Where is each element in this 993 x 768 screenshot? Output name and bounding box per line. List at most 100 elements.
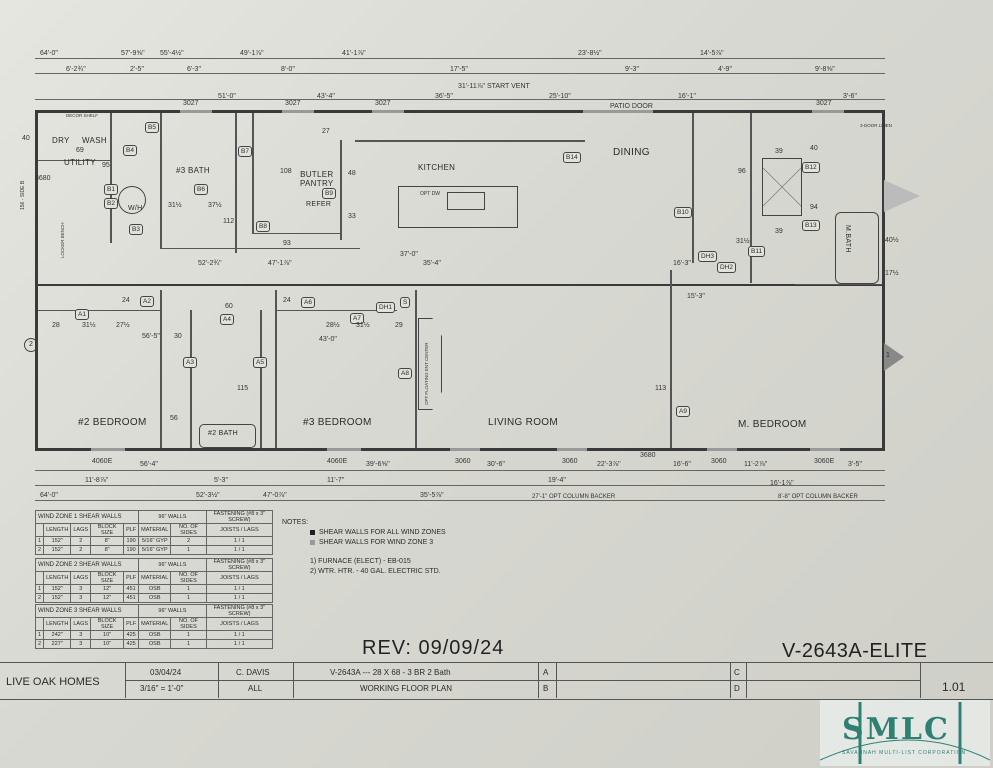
window-6: [327, 448, 361, 451]
dim-37: 37½: [208, 202, 222, 209]
tag-a7: A7: [350, 313, 364, 324]
bridge-icon: [820, 702, 990, 764]
logo-text: SMLC: [842, 712, 950, 747]
th: MATERIAL: [138, 571, 172, 585]
dim-40-5: 40½: [885, 237, 899, 244]
smlc-logo: SMLC SAVANNAH MULTI-LIST CORPORATION: [820, 700, 990, 766]
bottom-dim3-3: 47'-0⅞": [263, 492, 287, 499]
dim-69: 69: [76, 147, 84, 154]
bottom-dim3-5: 27'-1" OPT COLUMN BACKER: [532, 494, 616, 500]
cell: 2: [170, 536, 207, 546]
bottom-dim-11-2: 11'-2⅞": [744, 461, 768, 468]
dim-94: 94: [810, 204, 818, 211]
dim-31-2: 31½: [736, 238, 750, 245]
dim-31-3: 31½: [82, 322, 96, 329]
island-sink: [447, 192, 485, 210]
dim-113: 113: [655, 385, 667, 392]
wall-pantry-right: [340, 140, 342, 240]
th: BLOCK SIZE: [90, 571, 125, 585]
notes-legend-2: SHEAR WALLS FOR WIND ZONE 3: [310, 538, 446, 548]
dim-16-3: 16'-3": [673, 260, 691, 267]
cell: 1: [34, 630, 45, 640]
top-dim-6: 23'-8½": [578, 50, 602, 57]
dim-31-1: 31½: [168, 202, 182, 209]
dimension-line-row1: [35, 58, 885, 59]
cell: 3: [70, 593, 92, 603]
bottom-dim-16-6: 16'-6": [673, 461, 691, 468]
bottom-dim-3060e: 3060E: [814, 458, 835, 465]
dim-35-4: 35'-4": [423, 260, 441, 267]
tag-b12: B12: [802, 162, 820, 173]
drawing-date: 03/04/24: [150, 668, 182, 677]
notes-title: NOTES:: [282, 519, 309, 526]
cell: 2: [34, 639, 45, 649]
top-dim2-2: 2'-5": [130, 66, 144, 73]
window-1: [180, 110, 212, 113]
dim-60: 60: [225, 303, 233, 310]
th: PLF: [123, 571, 140, 585]
room-dining: DINING: [613, 147, 650, 158]
top-dim2-4: 8'-0": [281, 66, 295, 73]
tag-b5: B5: [145, 122, 159, 133]
bottom-dim-3-5: 3'-5": [848, 461, 862, 468]
cell: 1 / 1: [205, 584, 274, 594]
tag-b8: B8: [256, 221, 270, 232]
th: JOISTS / LAGS: [205, 571, 274, 585]
cell: OSB: [138, 630, 172, 640]
wall-bed2-right: [160, 290, 162, 448]
cell: 152": [43, 584, 72, 594]
rev-d: D: [734, 684, 740, 693]
cell: OSB: [138, 593, 172, 603]
th: NO. OF SIDES: [170, 571, 207, 585]
cell: 3: [70, 630, 92, 640]
dim-115: 115: [237, 385, 249, 392]
wall-mbath-left: [750, 113, 752, 283]
top-dim3-9: 16'-1": [678, 93, 696, 100]
tag-a8: A8: [398, 368, 412, 379]
patio-door: [583, 110, 653, 113]
bottom-dim-4060e-2: 4060E: [327, 458, 348, 465]
cell: 2: [70, 536, 92, 546]
cell: 8": [90, 536, 125, 546]
marker-arrow-right: [884, 343, 904, 371]
th: JOISTS / LAGS: [205, 523, 274, 537]
notes-item-2: 2) WTR. HTR. - 40 GAL. ELECTRIC STD.: [310, 568, 441, 575]
legend-1-text: SHEAR WALLS FOR ALL WIND ZONES: [319, 529, 446, 536]
cell: 1 / 1: [205, 536, 274, 546]
top-dim2-7: 4'-9": [718, 66, 732, 73]
cell: 10": [90, 639, 125, 649]
dim-112: 112: [223, 218, 235, 225]
th: NO. OF SIDES: [170, 523, 207, 537]
rev-a: A: [543, 668, 549, 677]
tag-b2: B2: [104, 198, 118, 209]
cell: 425: [123, 630, 140, 640]
cell: 227": [43, 639, 72, 649]
window-label-2: 3027: [285, 100, 301, 107]
dim-28-5: 28½: [326, 322, 340, 329]
ent-center-label: OPT FLOATING ENT CENTER: [424, 342, 429, 405]
top-dim3-4: 43'-4": [317, 93, 335, 100]
window-2: [282, 110, 314, 113]
drawn-by: C. DAVIS: [236, 668, 270, 677]
dim-24a: 24: [122, 297, 130, 304]
cell: 1 / 1: [205, 545, 274, 555]
wall-pantry-bottom: [252, 233, 342, 234]
th: LAGS: [70, 571, 92, 585]
cell: 1: [170, 639, 207, 649]
dim-95: 95: [102, 162, 110, 169]
drawing-desc-1: V-2643A --- 28 X 68 - 3 BR 2 Bath: [330, 668, 451, 677]
top-dim-7: 14'-5⅞": [700, 50, 724, 57]
th: BLOCK SIZE: [90, 523, 125, 537]
window-4: [812, 110, 844, 113]
tag-a4: A4: [220, 314, 234, 325]
tag-b14: B14: [563, 152, 581, 163]
dim-24b: 24: [283, 297, 291, 304]
zone1-caption: WIND ZONE 1 SHEAR WALLS: [34, 510, 140, 524]
wall-dining-right: [692, 113, 694, 263]
dim-28a: 28: [52, 322, 60, 329]
exterior-wall-left: [35, 110, 38, 451]
zone3-caption: WIND ZONE 3 SHEAR WALLS: [34, 604, 140, 618]
